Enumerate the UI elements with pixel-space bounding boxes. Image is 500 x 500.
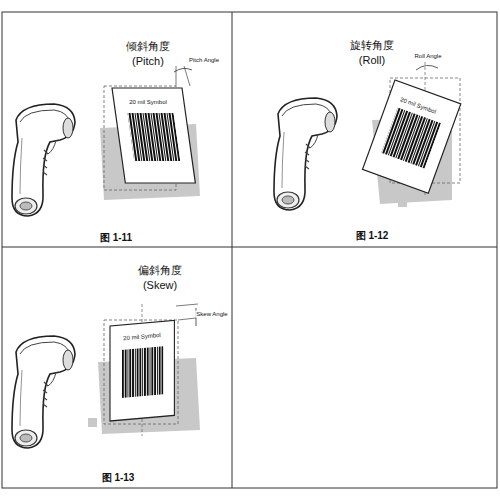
panel-title: 倾斜角度 xyxy=(126,40,170,53)
angle-callout: Skew Angle xyxy=(195,311,228,318)
panel-title: 旋转角度 xyxy=(350,39,394,52)
panel-title: (Skew) xyxy=(143,279,177,292)
panel-title: (Roll) xyxy=(359,54,385,67)
symbol-label: 20 mil Symbol xyxy=(128,99,168,106)
panel-title: 偏斜角度 xyxy=(138,264,182,277)
panel-title: (Pitch) xyxy=(132,55,164,68)
figure-caption: 图 1-13 xyxy=(102,472,135,484)
angle-callout: Pitch Angle xyxy=(188,57,220,64)
figure-caption: 图 1-12 xyxy=(356,230,389,242)
figure-caption: 图 1-11 xyxy=(100,232,132,244)
angle-callout: Roll Angle xyxy=(413,53,442,60)
